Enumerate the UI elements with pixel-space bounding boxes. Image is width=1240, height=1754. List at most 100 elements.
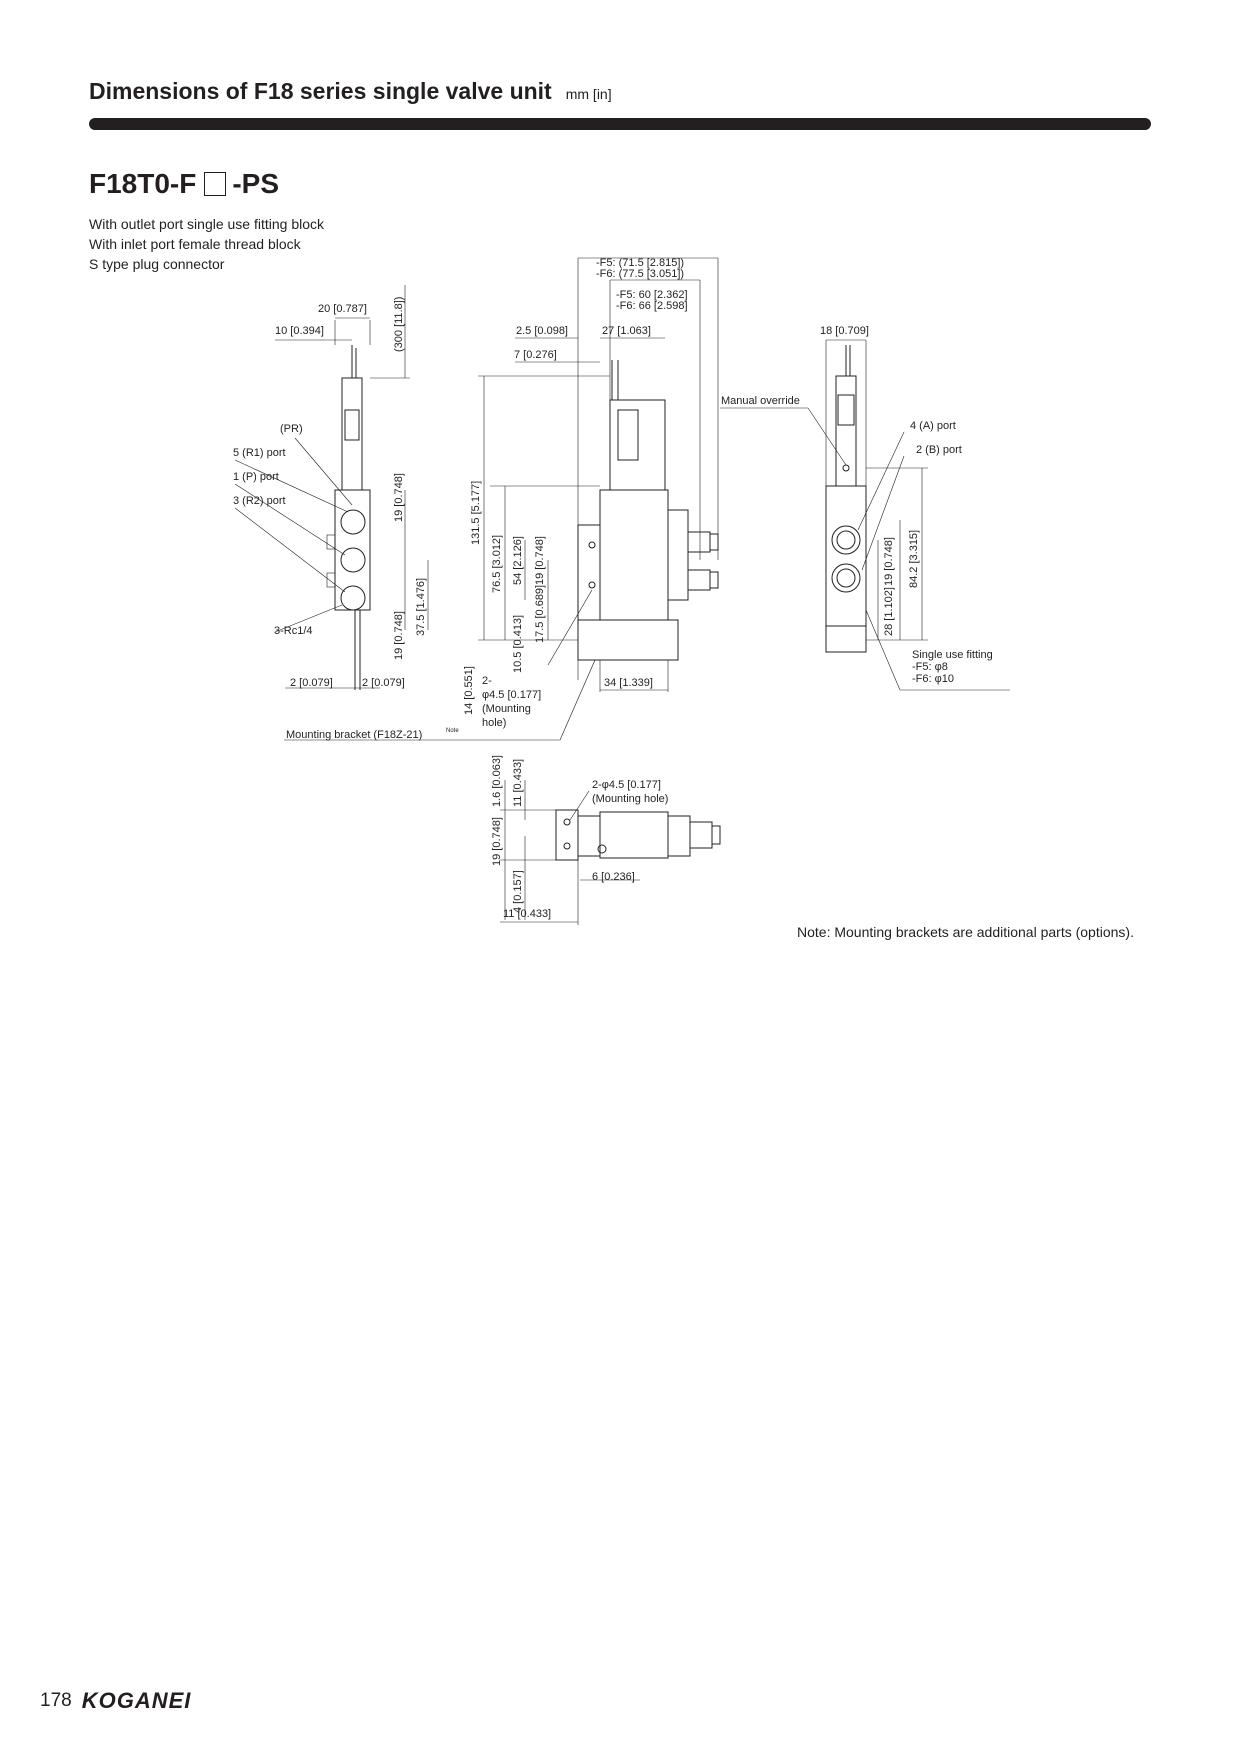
dim-label: -F5: (71.5 [2.815]) bbox=[596, 257, 684, 269]
port-a-icon bbox=[831, 525, 861, 555]
model-code: F18T0-F -PS bbox=[89, 168, 279, 200]
description: With outlet port single use fitting bloc… bbox=[89, 214, 324, 274]
mount-hole-icon bbox=[563, 818, 571, 826]
option-box-icon bbox=[204, 172, 227, 196]
left-valve-body bbox=[334, 489, 371, 611]
fitting-icon bbox=[687, 569, 711, 591]
port-p-icon bbox=[340, 547, 366, 573]
leader bbox=[569, 790, 590, 821]
port-label: (PR) bbox=[280, 423, 303, 435]
center-view: -F5: (71.5 [2.815]) -F6: (77.5 [3.051]) … bbox=[463, 257, 719, 729]
left-boss bbox=[326, 572, 336, 588]
dim-label: 18 [0.709] bbox=[820, 325, 869, 337]
leader bbox=[857, 431, 905, 531]
leader bbox=[547, 589, 593, 666]
dim-label: 84.2 [3.315] bbox=[908, 530, 920, 588]
hole-label: hole) bbox=[482, 717, 506, 729]
mount-hole-icon bbox=[588, 581, 596, 589]
dim-label: 4 [0.157] bbox=[512, 870, 524, 913]
dim-label: -F5: 60 [2.362] bbox=[616, 289, 688, 301]
fitting-tip bbox=[709, 571, 719, 589]
dim-label: 19 [0.748] bbox=[534, 536, 546, 585]
footer: 178 KOGANEI bbox=[40, 1688, 191, 1714]
dim-label: 2 [0.079] bbox=[362, 677, 405, 689]
right-connector bbox=[837, 394, 855, 426]
dim-label: 10 [0.394] bbox=[275, 325, 324, 337]
fitting-tip bbox=[709, 533, 719, 551]
dim-label: 11 [0.433] bbox=[503, 908, 551, 920]
left-boss bbox=[326, 534, 336, 550]
hole-label: (Mounting bbox=[482, 703, 531, 715]
left-view: 20 [0.787] 10 [0.394] (300 [11.8]) (PR) … bbox=[233, 285, 596, 741]
hole-label: φ4.5 [0.177] bbox=[482, 689, 541, 701]
model-prefix: F18T0-F bbox=[89, 168, 197, 199]
dim-label: (300 [11.8]) bbox=[393, 297, 405, 352]
bottom-bracket bbox=[555, 809, 579, 861]
right-view: 18 [0.709] Manual override 4 (A) port 2 … bbox=[720, 325, 1010, 691]
bottom-fitting bbox=[689, 821, 713, 849]
right-valve-body bbox=[825, 485, 867, 627]
center-fitting-block bbox=[667, 509, 689, 601]
fitting-label: Single use fitting bbox=[912, 649, 993, 661]
right-base bbox=[825, 625, 867, 653]
leader bbox=[865, 609, 901, 691]
title-rule bbox=[89, 118, 1151, 130]
dim-label: 2.5 [0.098] bbox=[516, 325, 568, 337]
right-solenoid bbox=[835, 375, 857, 487]
note: Note: Mounting brackets are additional p… bbox=[797, 924, 1134, 940]
port-label: 1 (P) port bbox=[233, 471, 279, 483]
dim-label: 27 [1.063] bbox=[602, 325, 651, 337]
koganei-logo: KOGANEI bbox=[81, 1688, 192, 1713]
mount-hole-icon bbox=[563, 842, 571, 850]
bracket-label: Mounting bracket (F18Z-21) bbox=[286, 729, 422, 741]
hole-label: 2-φ4.5 [0.177] bbox=[592, 779, 661, 791]
dim-label: 28 [1.102] bbox=[883, 587, 895, 636]
port-label: 4 (A) port bbox=[910, 420, 956, 432]
leader bbox=[234, 483, 346, 556]
page-title-text: Dimensions of F18 series single valve un… bbox=[89, 78, 552, 104]
leader bbox=[234, 459, 349, 513]
port-label: 5 (R1) port bbox=[233, 447, 286, 459]
dim-label: 54 [2.126] bbox=[512, 536, 524, 585]
leader bbox=[861, 455, 905, 571]
port-b-inner bbox=[836, 568, 856, 588]
dim-label: 20 [0.787] bbox=[318, 303, 367, 315]
dim-label: 14 [0.551] bbox=[463, 666, 475, 715]
dim-label: 17.5 [0.689] bbox=[534, 585, 546, 643]
dim-label: 2 [0.079] bbox=[290, 677, 333, 689]
dim-label: -F6: 66 [2.598] bbox=[616, 300, 688, 312]
bottom-end-block bbox=[577, 815, 601, 857]
port-a-inner bbox=[836, 530, 856, 550]
bottom-view: 1.6 [0.063] 11 [0.433] 19 [0.748] 4 [0.1… bbox=[491, 755, 721, 925]
hole-label: (Mounting hole) bbox=[592, 793, 668, 805]
center-end-block bbox=[577, 524, 601, 621]
dim-label: 10.5 [0.413] bbox=[512, 615, 524, 673]
description-line: With inlet port female thread block bbox=[89, 236, 301, 252]
callout-label: Manual override bbox=[721, 395, 800, 407]
dim-label: 19 [0.748] bbox=[393, 473, 405, 522]
bottom-fitting-tip bbox=[711, 825, 721, 845]
bottom-valve-body bbox=[599, 811, 669, 859]
unit-label: mm [in] bbox=[565, 86, 612, 102]
model-suffix: -PS bbox=[232, 168, 280, 199]
center-valve-body bbox=[599, 489, 669, 621]
dim-label: 34 [1.339] bbox=[604, 677, 653, 689]
dim-label: 37.5 [1.476] bbox=[415, 578, 427, 636]
fitting-label: -F5: φ8 bbox=[912, 661, 948, 673]
dim-label: 19 [0.748] bbox=[491, 817, 503, 866]
screw-icon bbox=[597, 844, 607, 854]
port-label: 3-Rc1/4 bbox=[274, 625, 313, 637]
port-r2-icon bbox=[340, 585, 366, 611]
port-r1-icon bbox=[340, 509, 366, 535]
dim-label: 6 [0.236] bbox=[592, 871, 635, 883]
page-title: Dimensions of F18 series single valve un… bbox=[89, 78, 612, 105]
left-connector bbox=[344, 409, 360, 441]
port-label: 3 (R2) port bbox=[233, 495, 286, 507]
page-number: 178 bbox=[40, 1690, 72, 1711]
hole-label: 2- bbox=[482, 675, 492, 687]
leader bbox=[807, 407, 847, 466]
dim-label: -F6: (77.5 [3.051]) bbox=[596, 268, 684, 280]
port-label: 2 (B) port bbox=[916, 444, 962, 456]
leader bbox=[234, 507, 346, 593]
